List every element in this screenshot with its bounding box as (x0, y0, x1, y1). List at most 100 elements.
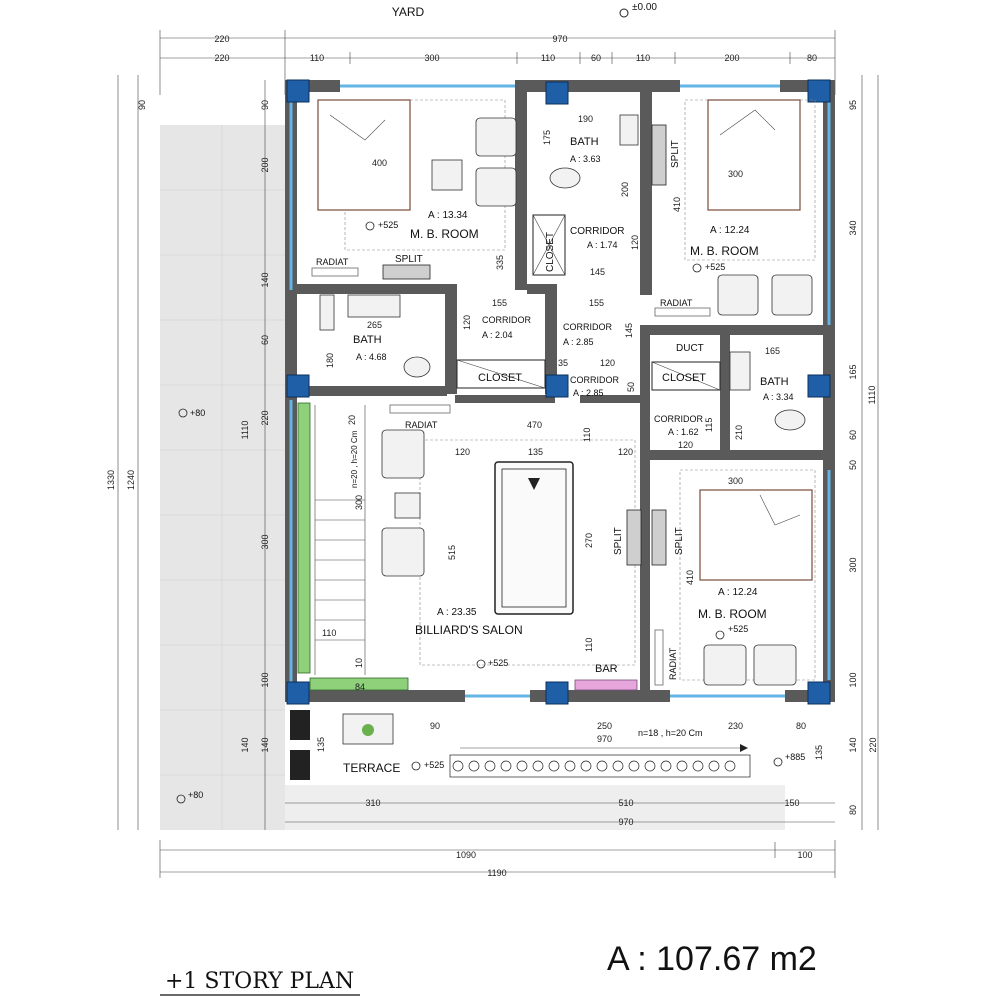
dim-label: 335 (495, 255, 505, 270)
radiator-label: RADIAT (668, 647, 678, 680)
dim-label: 110 (322, 628, 336, 638)
dim-label: 165 (765, 346, 780, 356)
bottom-dimension-lines (159, 802, 836, 878)
dim-label: 95 (848, 100, 858, 110)
dim-label: 120 (455, 447, 470, 457)
dim-label: 1090 (456, 850, 476, 860)
column-marker (286, 681, 310, 705)
dim-label: 145 (624, 323, 634, 338)
dim-label: 180 (325, 353, 335, 368)
room-area: A : 23.35 (437, 607, 477, 618)
level-label: +80 (190, 408, 205, 418)
dim-label: 340 (848, 220, 858, 235)
dim-label: 970 (552, 34, 567, 44)
dim-label: 100 (260, 672, 270, 687)
dim-label: 140 (848, 737, 858, 752)
level-marker-icon (176, 221, 783, 804)
dim-label: 510 (618, 798, 633, 808)
dim-label: 265 (367, 320, 382, 330)
total-area: A : 107.67 m2 (607, 940, 817, 978)
dim-label: 270 (584, 533, 594, 548)
dim-label: 120 (678, 440, 693, 450)
dim-label: 1330 (106, 470, 116, 490)
room-name: CORRIDOR (563, 322, 612, 332)
dim-label: 220 (260, 410, 270, 425)
dim-label: 140 (260, 272, 270, 287)
column-marker (807, 79, 831, 103)
dim-label: 250 (597, 721, 612, 731)
dim-label: 175 (542, 130, 552, 145)
yard-paving-grid (160, 125, 285, 830)
dim-label: 140 (240, 737, 250, 752)
dim-label: 300 (728, 476, 743, 486)
duct-label: DUCT (676, 343, 704, 354)
split-label: SPLIT (670, 140, 681, 168)
dim-label: 155 (492, 298, 507, 308)
dim-label: 400 (372, 158, 387, 168)
room-area: A : 2.85 (563, 337, 594, 347)
dim-label: 1190 (487, 868, 506, 878)
column-marker (286, 374, 310, 398)
bed (707, 99, 801, 211)
room-area: A : 2.04 (482, 330, 513, 340)
stair-note: n=18 , h=20 Cm (638, 728, 703, 738)
split-label: SPLIT (613, 527, 624, 555)
room-area: A : 3.34 (763, 392, 794, 402)
bed (699, 489, 813, 581)
room-name: M. B. ROOM (410, 227, 479, 241)
dim-label: 1110 (240, 421, 250, 440)
dim-label: 50 (848, 460, 858, 470)
dim-label: 210 (734, 425, 744, 440)
left-dimension-lines (117, 75, 266, 830)
dim-label: 1110 (867, 386, 877, 405)
column-marker (807, 374, 831, 398)
room-name: BATH (760, 376, 789, 388)
level-label: +80 (188, 790, 203, 800)
room-name: BATH (570, 136, 599, 148)
split-units (382, 124, 667, 566)
dim-label: 135 (528, 447, 543, 457)
room-level: +525 (488, 658, 508, 668)
dim-label: 135 (814, 745, 824, 760)
structural-columns (286, 79, 831, 705)
room-area: A : 1.62 (668, 427, 699, 437)
dim-label: 200 (724, 53, 739, 63)
room-level: +525 (728, 624, 748, 634)
dim-label: 300 (354, 495, 364, 510)
room-name: M. B. ROOM (690, 244, 759, 258)
dim-label: 120 (462, 315, 472, 330)
room-name: CORRIDOR (482, 315, 531, 325)
dim-label: 10 (354, 658, 364, 668)
dim-label: 300 (728, 169, 743, 179)
dim-label: 120 (600, 358, 615, 368)
dim-label: 110 (310, 53, 324, 63)
dim-label: 200 (620, 182, 630, 197)
radiators (311, 267, 711, 686)
armchairs (381, 117, 813, 686)
dim-label: 90 (137, 100, 147, 110)
dim-label: 84 (355, 682, 365, 692)
room-name: CORRIDOR (570, 226, 624, 237)
room-name: BILLIARD'S SALON (415, 623, 523, 637)
dim-label: 90 (260, 100, 270, 110)
closet-label: CLOSET (662, 372, 706, 384)
elevation-marker-icon (619, 8, 629, 18)
dim-label: 220 (214, 34, 229, 44)
yard-paving-left (160, 125, 285, 830)
room-name: CORRIDOR (570, 375, 619, 385)
terrace-furniture (290, 710, 748, 780)
interior-walls (297, 80, 835, 690)
dim-label: 220 (214, 53, 229, 63)
closets (456, 214, 721, 391)
column-marker (545, 81, 569, 105)
dim-label: 110 (636, 53, 650, 63)
terrace-paving (285, 785, 785, 830)
column-marker (545, 374, 569, 398)
dim-label: 110 (582, 428, 592, 442)
windows (289, 84, 831, 698)
dim-label: 60 (591, 53, 601, 63)
dim-label: 230 (728, 721, 743, 731)
split-label: SPLIT (395, 254, 423, 265)
dim-label: 970 (597, 734, 612, 744)
dim-label: 970 (618, 817, 633, 827)
